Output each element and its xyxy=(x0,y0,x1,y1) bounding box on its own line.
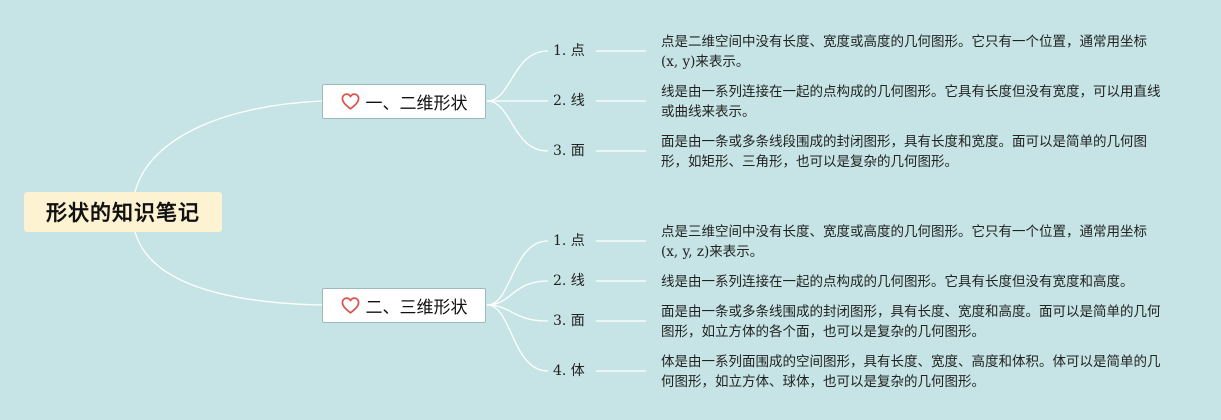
desc-3d-surface: 面是由一条或多条线围成的封闭图形，具有长度、宽度和高度。面可以是简单的几何图形，… xyxy=(661,304,1161,340)
leaf-2d-point[interactable]: 1. 点 xyxy=(553,42,585,60)
connector-b2-leaf-4 xyxy=(486,304,549,372)
leaf-3d-solid[interactable]: 4. 体 xyxy=(553,362,585,380)
connector-b1-leaf-1 xyxy=(486,50,549,102)
desc-3d-solid: 体是由一系列面围成的空间图形，具有长度、宽度、高度和体积。体可以是简单的几何图形… xyxy=(661,354,1161,390)
desc-2d-surface: 面是由一条或多条线段围成的封闭图形，具有长度和宽度。面可以是简单的几何图形，如矩… xyxy=(661,134,1147,170)
desc-2d-point: 点是二维空间中没有长度、宽度或高度的几何图形。它只有一个位置，通常用坐标(x, … xyxy=(661,34,1147,70)
branch-3d-shapes[interactable]: 二、三维形状 xyxy=(322,288,486,323)
connector-root-branch-1 xyxy=(134,100,323,193)
desc-2d-line: 线是由一系列连接在一起的点构成的几何图形。它具有长度但没有宽度，可以用直线或曲线… xyxy=(661,84,1161,120)
leaf-label: 3. 面 xyxy=(553,143,585,159)
leaf-label: 2. 线 xyxy=(553,93,585,109)
branch-2d-shapes[interactable]: 一、二维形状 xyxy=(322,84,486,119)
desc-3d-point: 点是三维空间中没有长度、宽度或高度的几何图形。它只有一个位置，通常用坐标(x, … xyxy=(661,224,1147,260)
branch-label: 二、三维形状 xyxy=(365,298,468,318)
leaf-label: 1. 点 xyxy=(553,43,585,59)
leaf-label: 1. 点 xyxy=(553,233,585,249)
leaf-3d-surface[interactable]: 3. 面 xyxy=(553,312,585,330)
desc-3d-line: 线是由一系列连接在一起的点构成的几何图形。它具有长度但没有宽度和高度。 xyxy=(661,274,1134,290)
heart-icon xyxy=(341,93,360,110)
connector-b2-leaf-2 xyxy=(486,280,549,306)
connector-b2-leaf-1 xyxy=(486,240,549,306)
leaf-label: 4. 体 xyxy=(553,363,585,379)
connector-b1-leaf-3 xyxy=(486,100,549,152)
root-topic[interactable]: 形状的知识笔记 xyxy=(24,192,222,232)
heart-icon xyxy=(341,297,360,314)
connector-b2-leaf-3 xyxy=(486,304,549,322)
leaf-3d-point[interactable]: 1. 点 xyxy=(553,232,585,250)
root-title: 形状的知识笔记 xyxy=(46,201,200,225)
leaf-label: 2. 线 xyxy=(553,273,585,289)
branch-label: 一、二维形状 xyxy=(365,94,468,114)
leaf-2d-line[interactable]: 2. 线 xyxy=(553,92,585,110)
leaf-2d-surface[interactable]: 3. 面 xyxy=(553,142,585,160)
connector-root-branch-2 xyxy=(134,231,323,306)
leaf-label: 3. 面 xyxy=(553,313,585,329)
leaf-3d-line[interactable]: 2. 线 xyxy=(553,272,585,290)
